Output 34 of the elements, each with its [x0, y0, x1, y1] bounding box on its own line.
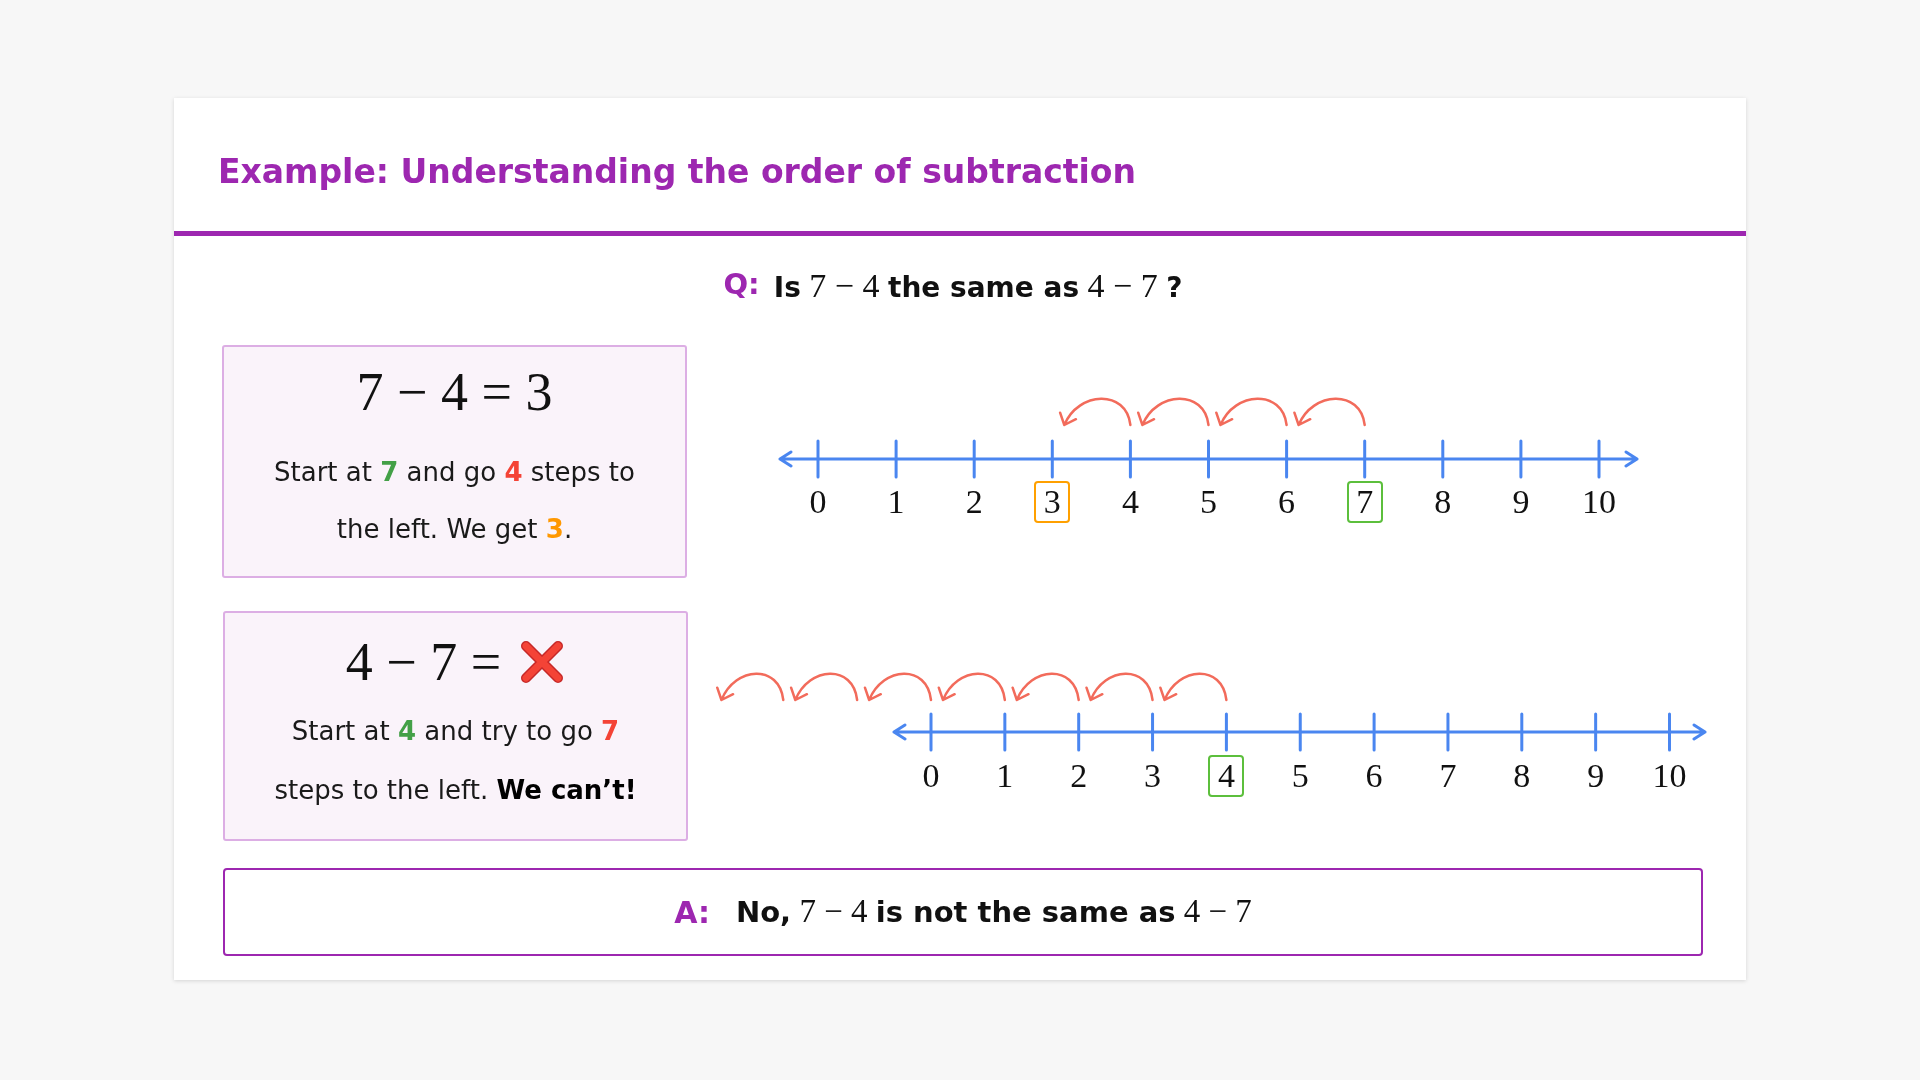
- tick-label: 0: [922, 759, 940, 793]
- tick-label: 10: [1582, 485, 1616, 519]
- explanation-text: Start at 4 and try to go 7 steps to the left. We can’t!: [273, 715, 638, 807]
- tick-label: 5: [1200, 485, 1217, 519]
- tick-label: 6: [1365, 759, 1383, 793]
- explanation-text: Start at 7 and go 4 steps to the left. We get 3.: [273, 456, 636, 546]
- tick-label: 10: [1652, 759, 1687, 793]
- slide-title: Example: Understanding the order of subtraction: [218, 151, 1137, 193]
- explanation-card: [222, 345, 687, 578]
- tick-label: 0: [809, 485, 827, 519]
- tick-label: 9: [1587, 759, 1605, 793]
- question-prefix: Q:: [723, 266, 760, 304]
- tick-label: 8: [1434, 485, 1452, 519]
- highlighted-number: 4: [1208, 755, 1245, 797]
- tick-label: 9: [1512, 485, 1530, 519]
- tick-label: 6: [1278, 485, 1296, 519]
- equation: 4 − 7 =: [345, 631, 502, 694]
- tick-label: 7: [1439, 759, 1457, 793]
- equation: 7 − 4 = 3: [356, 361, 553, 424]
- tick-label: 1: [887, 485, 905, 519]
- answer-box: [223, 868, 1703, 956]
- explanation-card: [223, 611, 688, 841]
- tick-label: 8: [1513, 759, 1531, 793]
- tick-label: 4: [1121, 485, 1139, 519]
- tick-label: 2: [965, 485, 983, 519]
- highlighted-number: 7: [1346, 481, 1383, 523]
- tick-label: 5: [1291, 759, 1309, 793]
- highlighted-number: 3: [1034, 481, 1071, 523]
- question-text: Is 7 − 4 the same as 4 − 7 ?: [773, 265, 1183, 306]
- tick-label: 1: [996, 759, 1014, 793]
- answer-text: No, 7 − 4 is not the same as 4 − 7: [735, 892, 1252, 932]
- tick-label: 2: [1070, 759, 1088, 793]
- tick-label: 3: [1144, 759, 1162, 793]
- answer-prefix: A:: [674, 893, 710, 932]
